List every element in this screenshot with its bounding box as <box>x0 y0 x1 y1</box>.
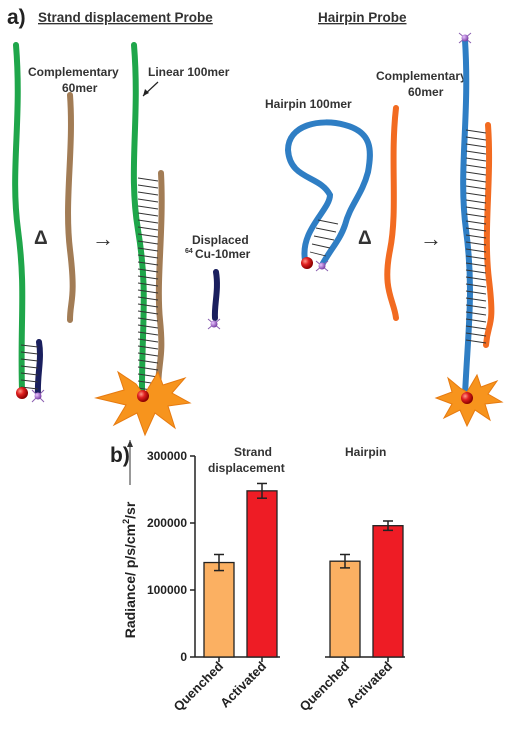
quencher-red-ball-left <box>16 387 28 399</box>
linear-100mer-strand-left <box>12 42 26 393</box>
complementary-60mer-strand-hybrid <box>137 170 165 395</box>
complementary-60mer-strand-left <box>65 92 76 323</box>
strand-displacement-title: Strand displacement Probe <box>38 10 213 25</box>
linear-label-pointer-head <box>143 89 149 96</box>
reaction-arrow-right: → <box>420 226 442 251</box>
reaction-arrow-left: → <box>92 226 114 251</box>
x-tick-label-quenched: Quenched <box>297 658 353 714</box>
hairpin-100mer-label: Hairpin 100mer <box>265 97 352 111</box>
displaced-label-line1: Displaced <box>192 233 249 247</box>
y-tick-label: 200000 <box>147 516 187 530</box>
bar-quenched-0 <box>203 561 235 658</box>
y-tick-label: 0 <box>180 650 187 664</box>
heat-delta-symbol-left: Δ <box>34 228 48 249</box>
cu-chelator-purple-left <box>31 389 45 403</box>
y-tick-label: 300000 <box>147 449 187 463</box>
y-axis-label: Radiance/ p/s/cm2/sr <box>121 501 138 638</box>
opened-hairpin-hybrid <box>458 32 495 398</box>
y-axis-label-end: /sr <box>122 501 138 519</box>
x-tick-label-activated: Activated <box>217 658 269 710</box>
bar-quenched-2 <box>329 560 361 658</box>
displaced-cu-10mer-strand <box>207 269 221 330</box>
group-label-displacement: displacement <box>208 461 285 475</box>
panel-b-label: b) <box>110 444 130 467</box>
displaced-label-superscript: 64 <box>185 248 193 255</box>
panel-a-label: a) <box>7 6 26 29</box>
x-tick-label-activated: Activated <box>343 658 395 710</box>
y-axis-label-arrowhead <box>127 440 133 447</box>
hairpin-probe-title: Hairpin Probe <box>318 10 407 25</box>
complementary-60mer-strand-right <box>384 105 399 321</box>
linear-100mer-strand-hybrid <box>130 42 147 393</box>
svg-text:Radiance/ p/s/cm2/sr: Radiance/ p/s/cm2/sr <box>121 501 138 638</box>
y-tick-label: 100000 <box>147 583 187 597</box>
cu-chelator-purple-hairpin <box>315 260 329 272</box>
group-label-strand: Strand <box>234 445 272 459</box>
complementary-60mer-right-line2: 60mer <box>408 85 444 99</box>
cu-10mer-strand-bound <box>20 339 43 398</box>
displaced-label-line2: Cu-10mer <box>195 247 251 261</box>
group-label-hairpin: Hairpin <box>345 445 386 459</box>
activated-starburst-left <box>94 370 192 437</box>
bar-activated-1 <box>246 490 278 658</box>
x-tick-label-quenched: Quenched <box>171 658 227 714</box>
y-axis-label-sup: 2 <box>121 519 131 524</box>
heat-delta-symbol-right: Δ <box>358 228 372 249</box>
bar-activated-3 <box>372 525 404 658</box>
complementary-60mer-label-line2: 60mer <box>62 81 98 95</box>
y-axis-label-main: Radiance/ p/s/cm <box>122 524 138 638</box>
hairpin-100mer-loop <box>284 119 373 268</box>
linear-100mer-label: Linear 100mer <box>148 65 230 79</box>
activated-starburst-right <box>434 373 504 428</box>
complementary-60mer-label-line1: Complementary <box>28 65 119 79</box>
quencher-red-ball-hairpin <box>301 257 313 269</box>
complementary-60mer-right-line1: Complementary <box>376 69 467 83</box>
